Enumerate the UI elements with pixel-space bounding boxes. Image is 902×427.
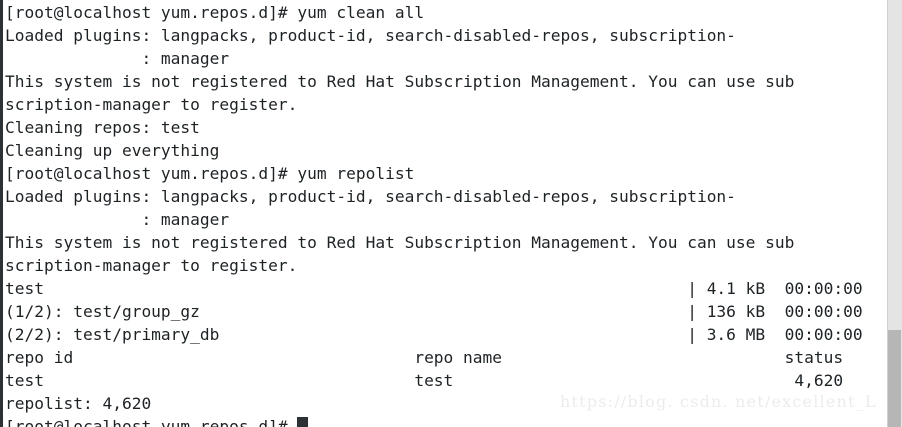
terminal-left-border xyxy=(0,0,3,427)
terminal-line: repolist: 4,620 xyxy=(5,394,152,413)
terminal-line: (1/2): test/group_gz | 136 kB 00:00:00 xyxy=(5,302,863,321)
terminal-line: Loaded plugins: langpacks, product-id, s… xyxy=(5,187,736,206)
terminal-line: This system is not registered to Red Hat… xyxy=(5,72,795,91)
terminal-output-area[interactable]: [root@localhost yum.repos.d]# yum clean … xyxy=(3,0,887,427)
terminal-line: test | 4.1 kB 00:00:00 xyxy=(5,279,863,298)
terminal-line: : manager xyxy=(5,49,230,68)
terminal-line: Cleaning repos: test xyxy=(5,118,200,137)
terminal-line: scription-manager to register. xyxy=(5,95,298,114)
terminal-line: : manager xyxy=(5,210,230,229)
terminal-line: [root@localhost yum.repos.d]# yum clean … xyxy=(5,3,425,22)
terminal-prompt-line[interactable]: [root@localhost yum.repos.d]# xyxy=(5,415,887,427)
terminal-line: scription-manager to register. xyxy=(5,256,298,275)
terminal-line: This system is not registered to Red Hat… xyxy=(5,233,795,252)
shell-prompt: [root@localhost yum.repos.d]# xyxy=(5,417,298,427)
scrollbar-thumb[interactable] xyxy=(888,330,901,427)
vertical-scrollbar[interactable] xyxy=(887,0,902,427)
terminal-line: Cleaning up everything xyxy=(5,141,220,160)
terminal-table-header: repo id repo name status xyxy=(5,348,844,367)
terminal-line: [root@localhost yum.repos.d]# yum repoli… xyxy=(5,164,415,183)
terminal-table-row: test test 4,620 xyxy=(5,371,844,390)
watermark-text: https://blog. csdn. net/excellent_L xyxy=(560,392,877,411)
text-cursor[interactable] xyxy=(297,417,309,427)
terminal-line: Loaded plugins: langpacks, product-id, s… xyxy=(5,26,736,45)
terminal-line: (2/2): test/primary_db | 3.6 MB 00:00:00 xyxy=(5,325,863,344)
